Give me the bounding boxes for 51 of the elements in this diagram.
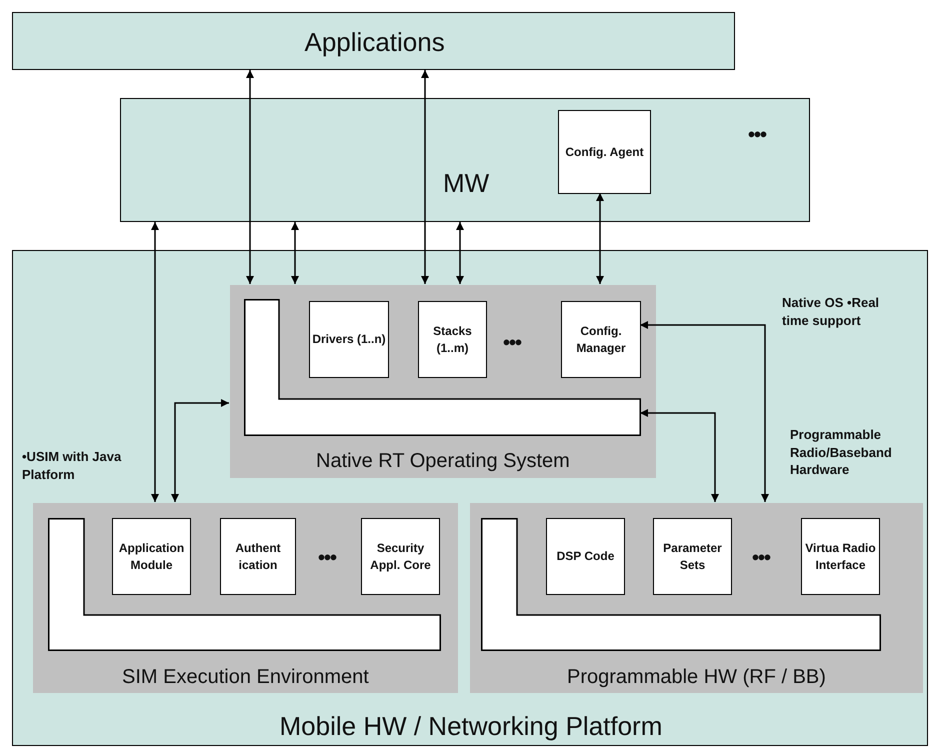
module-box (558, 110, 651, 194)
module-box (653, 518, 732, 595)
annotation-note: •USIM with Java Platform (22, 448, 122, 484)
double-arrow (421, 70, 429, 284)
layer-title: MW (443, 168, 490, 198)
module-box (418, 301, 487, 378)
module-label: Stacks (1..m) (432, 323, 473, 356)
annotation-note: Native OS •Real time support (782, 294, 880, 330)
double-arrow (640, 321, 769, 502)
subsystem-panel (470, 503, 923, 693)
layer-box (12, 12, 735, 70)
subsystem-panel (230, 285, 656, 478)
module-label: Security Appl. Core (369, 540, 432, 573)
double-arrow (246, 70, 254, 284)
ellipsis-dots: ••• (748, 123, 766, 148)
layer-box (120, 98, 810, 222)
core-block (244, 299, 641, 436)
module-label: Config. Manager (575, 323, 627, 356)
module-box (801, 518, 880, 595)
double-arrow (151, 222, 159, 502)
layer-title: Applications (304, 26, 445, 58)
core-block (481, 518, 881, 651)
layer-title: Native RT Operating System (316, 450, 570, 472)
module-label: Parameter Sets (662, 540, 723, 573)
module-label: DSP Code (556, 548, 616, 565)
module-label: Config. Agent (564, 144, 645, 160)
module-box (309, 301, 389, 378)
double-arrow (456, 222, 464, 284)
double-arrow (291, 222, 299, 284)
ellipsis-dots: ••• (503, 331, 522, 356)
module-box (561, 301, 641, 378)
double-arrow (171, 399, 229, 502)
module-box (546, 518, 625, 595)
core-block (48, 518, 441, 651)
module-label: Authent ication (234, 540, 282, 573)
module-box (112, 518, 191, 595)
double-arrow (596, 193, 604, 284)
annotation-note: Programmable Radio/Baseband Hardware (790, 426, 893, 479)
module-box (361, 518, 440, 595)
double-arrow (640, 409, 719, 502)
layer-title: SIM Execution Environment (122, 666, 369, 688)
ellipsis-dots: ••• (752, 546, 770, 571)
module-box (220, 518, 296, 595)
layer-box (12, 250, 928, 746)
module-label: Drivers (1..n) (311, 331, 387, 348)
layer-title: Mobile HW / Networking Platform (280, 710, 662, 742)
ellipsis-dots: ••• (318, 546, 336, 571)
subsystem-panel (33, 503, 458, 693)
layer-title: Programmable HW (RF / BB) (567, 666, 826, 688)
module-label: Virtua Radio Interface (804, 540, 877, 573)
module-label: Application Module (118, 540, 186, 573)
